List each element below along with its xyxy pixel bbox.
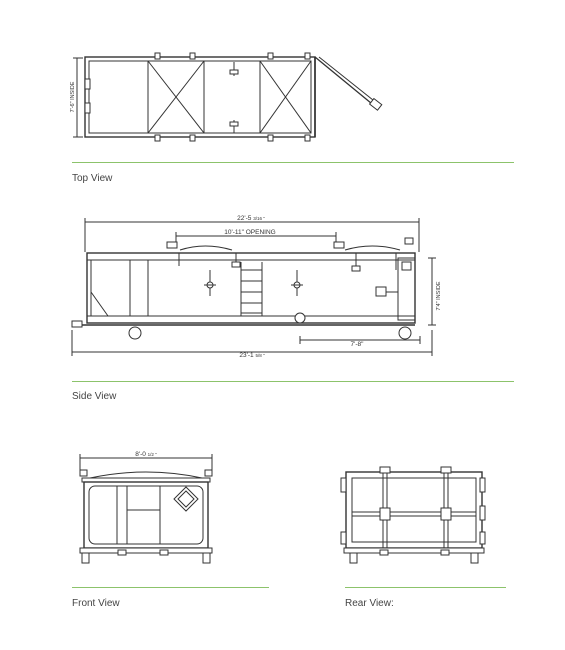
top-view-caption: Top View bbox=[72, 173, 113, 184]
side-view-rear-dim-label: 7'-8" bbox=[351, 341, 365, 348]
side-view-opening-label: 10'-11" OPENING bbox=[224, 229, 275, 236]
front-view-drawing bbox=[79, 454, 213, 564]
side-view-top-length-whole: 22'-5 bbox=[237, 215, 253, 222]
front-view-width-whole: 8'-0 bbox=[135, 451, 147, 458]
side-view-top-length-label: 22'-5 3/16 " bbox=[237, 215, 265, 222]
side-view-divider bbox=[72, 381, 514, 382]
front-view-caption: Front View bbox=[72, 598, 120, 609]
side-view-overall-length-fraction: 5/8 " bbox=[255, 353, 265, 358]
side-view-drawing bbox=[71, 218, 436, 356]
front-view-width-fraction: 1/2 " bbox=[148, 452, 158, 457]
rear-view-divider bbox=[345, 587, 506, 588]
top-view-drawing bbox=[73, 52, 383, 142]
front-view-width-label: 8'-0 1/2 " bbox=[135, 451, 157, 458]
side-view-overall-length-whole: 23'-1 bbox=[239, 352, 255, 359]
rear-view-caption: Rear View: bbox=[345, 598, 394, 609]
side-view-inside-height-label: 7'4" INSIDE bbox=[436, 281, 442, 310]
top-view-divider bbox=[72, 162, 514, 163]
front-view-divider bbox=[72, 587, 269, 588]
side-view-overall-length-label: 23'-1 5/8 " bbox=[239, 352, 265, 359]
side-view-caption: Side View bbox=[72, 391, 117, 402]
side-view-top-length-fraction: 3/16 " bbox=[253, 216, 265, 221]
rear-view-drawing bbox=[340, 466, 486, 564]
top-view-inside-width-label: 7'-6" INSIDE bbox=[70, 81, 76, 112]
